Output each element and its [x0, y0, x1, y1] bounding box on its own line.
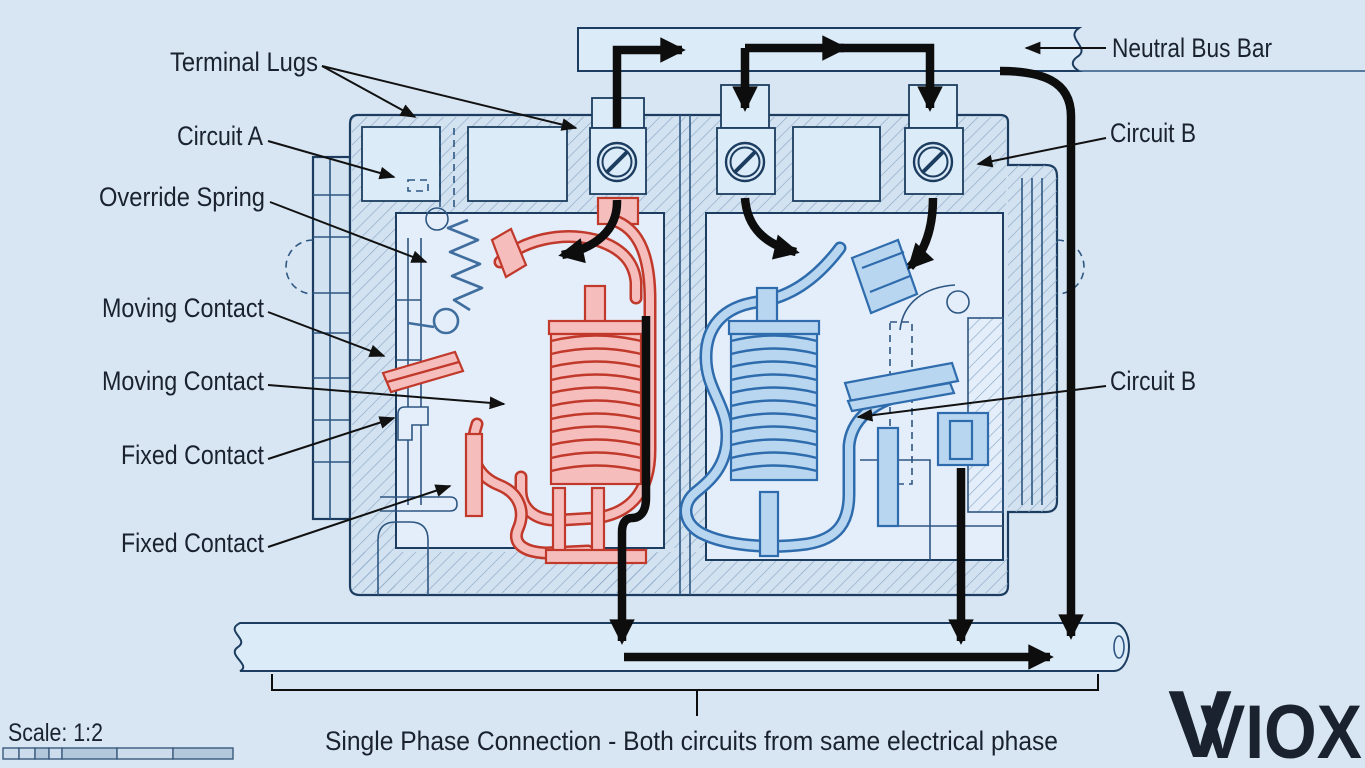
scale-bar	[2, 747, 234, 760]
label-circuit-a: Circuit A	[177, 121, 263, 151]
leader-lines	[267, 41, 1107, 548]
label-fixed-contact-1: Fixed Contact	[121, 440, 264, 470]
top-block-left	[361, 126, 441, 202]
label-override-spring: Override Spring	[99, 182, 265, 212]
circuit-b-internals	[679, 238, 990, 558]
labels: Terminal Lugs Circuit A Override Spring …	[99, 33, 1272, 558]
left-side-plate	[311, 155, 352, 521]
label-moving-contact-2: Moving Contact	[102, 366, 264, 396]
screw-2	[724, 141, 766, 183]
label-fixed-contact-2: Fixed Contact	[121, 528, 264, 558]
bracket	[271, 674, 1099, 691]
top-block-right	[792, 126, 881, 202]
left-mount-lug	[285, 239, 314, 295]
arc-chute	[850, 238, 919, 315]
scale-label: Scale: 1:2	[8, 719, 103, 747]
current-flow-arrows	[558, 35, 1084, 670]
screw-3	[912, 141, 954, 183]
fixed-contact-a	[464, 432, 484, 518]
circuit-a-internals	[381, 196, 657, 565]
label-terminal-lugs: Terminal Lugs	[170, 47, 318, 77]
override-spring	[407, 218, 484, 335]
terminal-screws	[596, 141, 954, 183]
label-moving-contact-1: Moving Contact	[102, 293, 264, 323]
logo-text: VIOX	[1200, 690, 1362, 768]
screw-1	[596, 141, 638, 183]
logo-mark: V	[1168, 671, 1232, 768]
din-clip-cavity	[377, 521, 429, 595]
footer: Scale: 1:2 Single Phase Connection - Bot…	[2, 671, 1362, 768]
label-circuit-b-mid: Circuit B	[1110, 366, 1196, 396]
fixed-contact-support	[397, 406, 429, 441]
fixed-contact-b	[876, 426, 900, 528]
moving-contact-b	[843, 361, 960, 403]
label-neutral-bus-bar: Neutral Bus Bar	[1112, 33, 1272, 63]
coil-b	[729, 332, 819, 482]
label-circuit-b-top: Circuit B	[1110, 118, 1196, 148]
load-clamp-b	[936, 411, 990, 467]
viox-logo: V VIOX	[1168, 671, 1362, 768]
caption: Single Phase Connection - Both circuits …	[325, 726, 1058, 756]
contact-flag	[490, 227, 528, 279]
top-block-mid	[467, 126, 568, 202]
pivot	[946, 290, 970, 314]
coil-a	[549, 332, 643, 486]
